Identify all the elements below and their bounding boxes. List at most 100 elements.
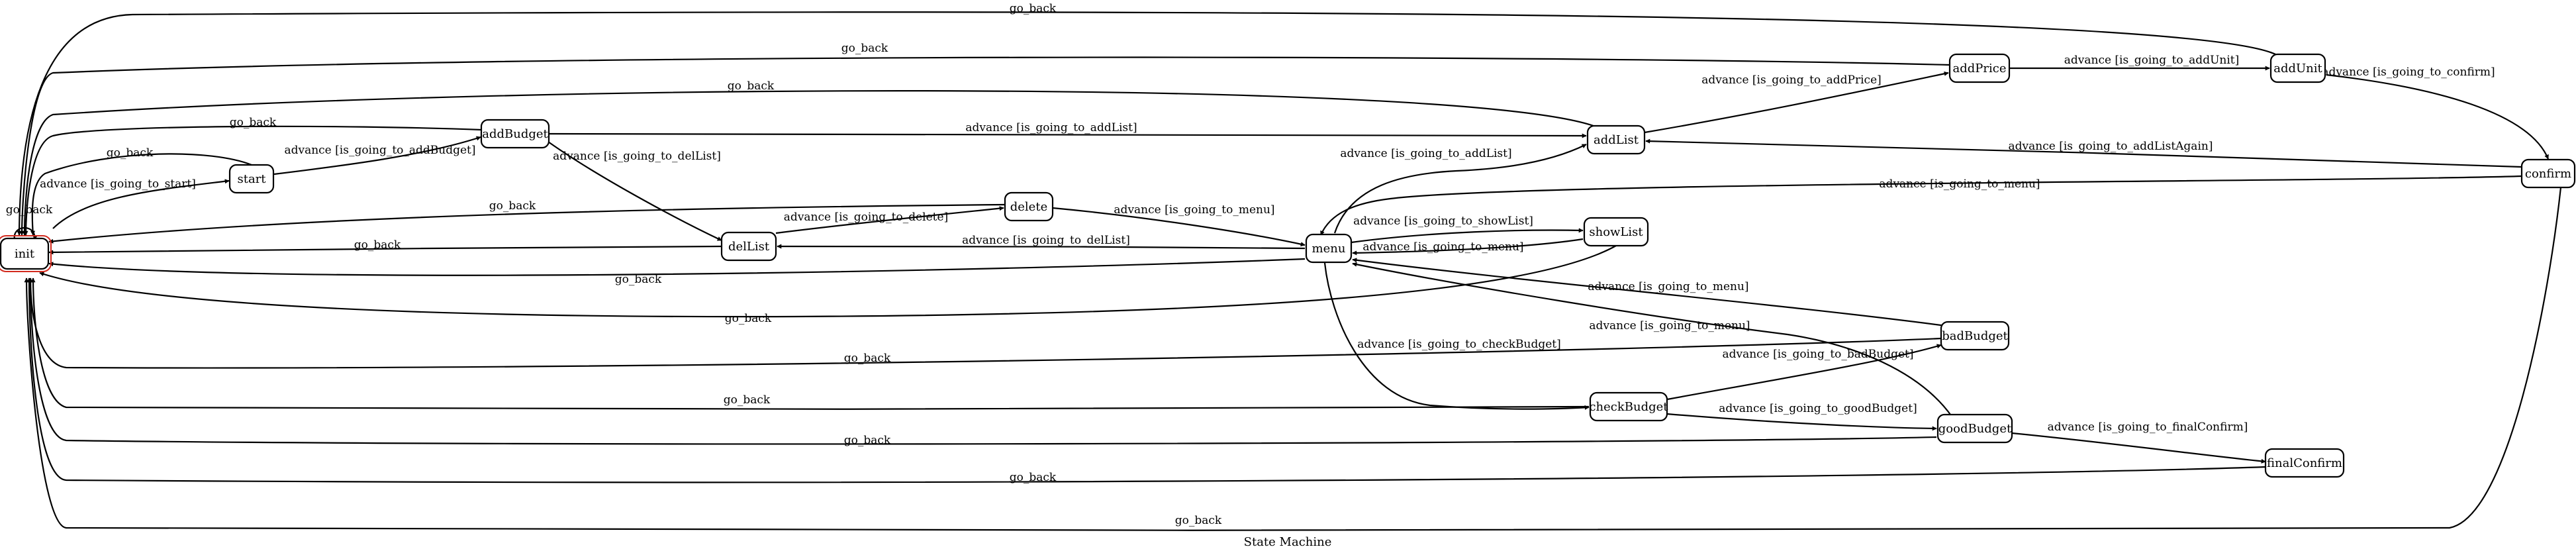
edge-goodBudget-to-init: go_back: [28, 278, 1937, 447]
state-label: goodBudget: [1938, 422, 2012, 436]
edge-label: go_back: [107, 146, 154, 160]
edge-label: go_back: [1175, 514, 1222, 527]
state-node-addUnit[interactable]: addUnit: [2269, 53, 2326, 83]
edge-addPrice-to-init: go_back: [19, 42, 1950, 236]
edge-line: [28, 278, 1942, 369]
edge-label: advance [is_going_to_goodBudget]: [1719, 402, 1917, 415]
state-node-start[interactable]: start: [228, 164, 275, 194]
state-box: [1936, 413, 2013, 444]
edge-line: [1666, 344, 1942, 401]
edge-line: [1333, 144, 1587, 234]
edge-label: advance [is_going_to_addPrice]: [1701, 74, 1882, 87]
state-label: addList: [1594, 133, 1639, 147]
state-label: delList: [728, 240, 770, 254]
edge-line: [28, 278, 1937, 445]
edge-label: advance [is_going_to_menu]: [1879, 177, 2040, 191]
edge-line: [30, 153, 252, 236]
state-label: showList: [1589, 225, 1643, 239]
edge-label: advance [is_going_to_showList]: [1353, 215, 1533, 228]
state-node-checkBudget[interactable]: checkBudget: [1589, 391, 1668, 422]
edge-line: [549, 132, 1587, 138]
edge-line: [24, 187, 2562, 531]
edge-label: go_back: [615, 273, 662, 286]
state-box: [1589, 391, 1668, 422]
edge-confirm-to-init: go_back: [24, 187, 2562, 531]
edge-label: go_back: [724, 393, 771, 407]
edge-label: advance [is_going_to_addList]: [965, 121, 1137, 134]
edge-label: advance [is_going_to_delList]: [962, 234, 1130, 247]
state-node-finalConfirm[interactable]: finalConfirm: [2264, 448, 2345, 478]
edge-checkBudget-to-goodBudget: advance [is_going_to_goodBudget]: [1666, 402, 1937, 431]
edge-label: go_back: [489, 199, 536, 213]
edge-line: [48, 203, 1006, 244]
edge-line: [1351, 228, 1584, 244]
edge-label: advance [is_going_to_start]: [40, 177, 196, 191]
nodes-layer: init start addBudget delList delete menu addLi…: [0, 53, 2576, 478]
state-box: [228, 164, 275, 194]
state-node-addList[interactable]: addList: [1586, 125, 1646, 155]
state-box: [2520, 158, 2576, 189]
state-node-addPrice[interactable]: addPrice: [1948, 53, 2011, 83]
edge-line: [548, 141, 722, 241]
state-node-showList[interactable]: showList: [1583, 217, 1649, 247]
edge-label: go_back: [230, 116, 277, 129]
edge-line: [26, 278, 2266, 483]
state-label: start: [237, 172, 266, 186]
state-label: addUnit: [2273, 62, 2322, 76]
edge-line: [48, 258, 1306, 276]
edge-label: advance [is_going_to_badBudget]: [1722, 348, 1913, 361]
state-node-confirm[interactable]: confirm: [2520, 158, 2576, 189]
state-box: [1586, 125, 1646, 155]
state-node-delList[interactable]: delList: [720, 231, 777, 262]
edge-label: go_back: [6, 203, 53, 217]
edge-confirm-to-menu: advance [is_going_to_menu]: [1319, 175, 2522, 236]
state-box: [720, 231, 777, 262]
edge-showList-to-init: go_back: [39, 245, 1617, 325]
edge-line: [1319, 175, 2522, 236]
edge-addBudget-to-addList: advance [is_going_to_addList]: [549, 121, 1587, 138]
edge-label: advance [is_going_to_menu]: [1114, 203, 1274, 217]
edge-line: [17, 11, 2277, 236]
state-box: [1305, 233, 1353, 264]
edge-label: advance [is_going_to_addBudget]: [284, 144, 475, 157]
edge-line: [19, 56, 1950, 236]
edge-badBudget-to-init: go_back: [28, 278, 1942, 369]
edge-addBudget-to-delList: advance [is_going_to_delList]: [548, 141, 722, 241]
state-node-goodBudget[interactable]: goodBudget: [1936, 413, 2013, 444]
edge-line: [777, 244, 1306, 250]
edge-label: go_back: [725, 312, 772, 325]
state-node-menu[interactable]: menu: [1305, 233, 1353, 264]
edge-label: go_back: [1010, 2, 1057, 15]
diagram-caption: State Machine: [1244, 535, 1332, 549]
state-label: delete: [1010, 200, 1047, 214]
edge-init-to-start: advance [is_going_to_start]: [40, 177, 230, 229]
state-box: [1940, 321, 2010, 351]
edge-label: advance [is_going_to_finalConfirm]: [2048, 421, 2248, 434]
state-box: [2269, 53, 2326, 83]
state-node-delete[interactable]: delete: [1004, 191, 1054, 222]
state-label: addBudget: [482, 127, 548, 141]
state-label: checkBudget: [1589, 400, 1668, 414]
state-node-init[interactable]: init: [0, 235, 52, 272]
edge-label: go_back: [728, 79, 775, 93]
initial-state-outline: [0, 235, 52, 272]
edge-delete-to-menu: advance [is_going_to_menu]: [1052, 203, 1306, 247]
state-label: menu: [1312, 242, 1346, 256]
edge-addBudget-to-init: go_back: [23, 116, 483, 236]
edge-line: [1666, 413, 1937, 431]
state-label: confirm: [2525, 167, 2571, 181]
state-node-addBudget[interactable]: addBudget: [480, 119, 550, 149]
edge-line: [1352, 238, 1584, 256]
edge-menu-to-showList: advance [is_going_to_showList]: [1351, 215, 1584, 244]
edge-line: [1052, 207, 1306, 247]
state-box: [1583, 217, 1649, 247]
state-node-badBudget[interactable]: badBudget: [1940, 321, 2010, 351]
edge-label: advance [is_going_to_menu]: [1589, 319, 1750, 332]
edge-line: [39, 245, 1617, 318]
edge-label: advance [is_going_to_checkBudget]: [1357, 338, 1561, 351]
edge-line: [22, 90, 1594, 236]
edge-label: advance [is_going_to_addListAgain]: [2009, 140, 2213, 153]
